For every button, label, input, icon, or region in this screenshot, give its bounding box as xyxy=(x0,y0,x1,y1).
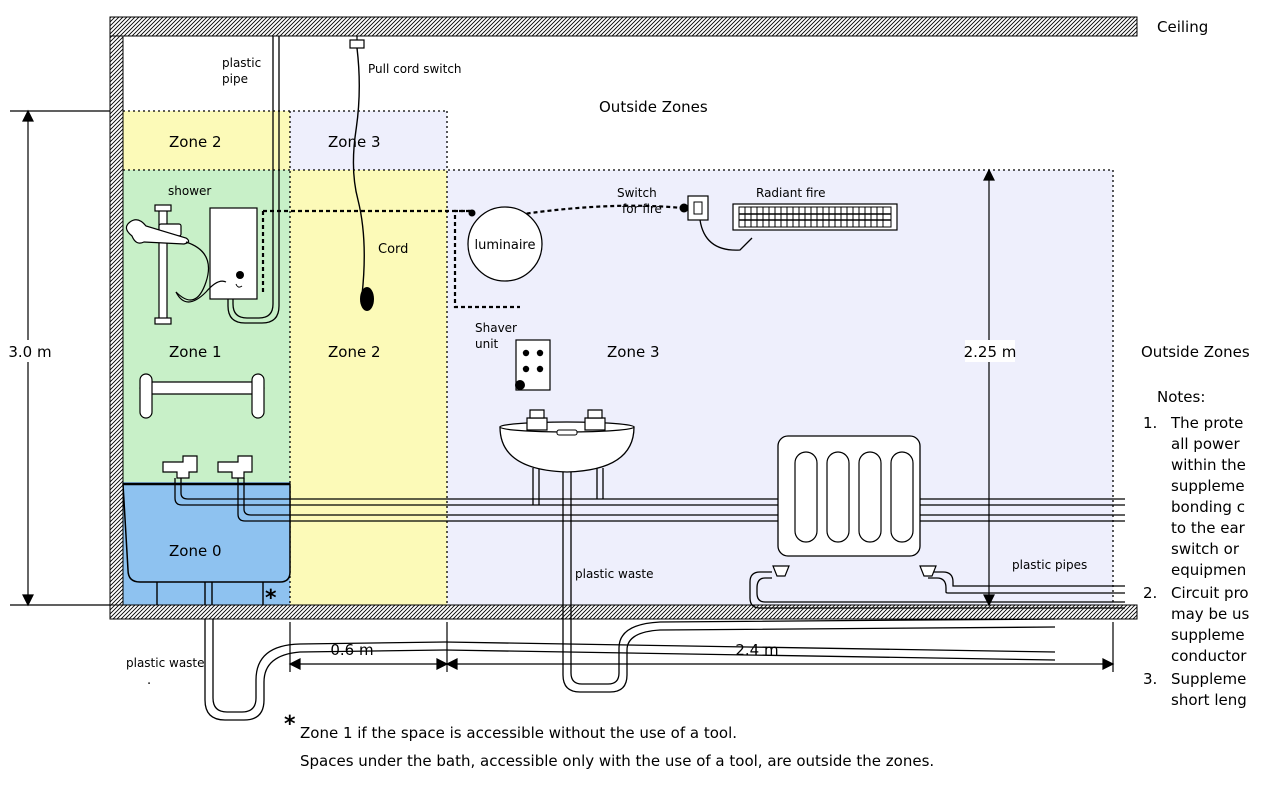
fire-switch xyxy=(679,195,753,251)
footnote-line2: Spaces under the bath, accessible only w… xyxy=(300,752,934,770)
radiator xyxy=(777,435,921,557)
dimension-lines xyxy=(10,109,1115,672)
plastic-waste-floor-label: plastic waste xyxy=(126,656,205,670)
bath-taps xyxy=(162,455,253,479)
dim-3m-label: 3.0 m xyxy=(8,343,51,361)
dim-06-label: 0.6 m xyxy=(330,641,373,659)
zone3-top-area xyxy=(290,111,447,170)
radiator-fin xyxy=(794,451,818,543)
dim-225-label: 2.25 m xyxy=(964,343,1017,361)
plastic-pipes-label: plastic pipes xyxy=(1012,558,1087,572)
note-line: bonding c xyxy=(1171,498,1245,516)
radiator-fin xyxy=(890,451,914,543)
dim-3m-label-bg xyxy=(8,340,52,362)
outside-zones-top-label: Outside Zones xyxy=(599,98,708,116)
note-line: to the ear xyxy=(1171,519,1246,537)
radiator-fin xyxy=(858,451,882,543)
note-line: suppleme xyxy=(1171,477,1245,495)
shower-unit xyxy=(209,207,258,300)
note-line: The prote xyxy=(1170,414,1243,432)
radiator-valves xyxy=(772,565,937,577)
bath-star: * xyxy=(265,586,277,611)
note-line: Suppleme xyxy=(1171,670,1246,688)
plastic-waste-dot: . xyxy=(147,673,151,688)
plastic-pipe xyxy=(227,36,280,324)
plastic-pipe-label-1: plastic xyxy=(222,56,261,70)
switch-for-fire-label-1: Switch xyxy=(617,186,657,200)
radiant-fire xyxy=(732,203,898,231)
zone2-top-label: Zone 2 xyxy=(169,133,222,151)
note-number: 1. xyxy=(1143,414,1157,432)
note-number: 3. xyxy=(1143,670,1157,688)
shower-label: shower xyxy=(168,184,211,198)
note-line: within the xyxy=(1171,456,1246,474)
shower-head-and-hose xyxy=(125,219,227,303)
zone1-label: Zone 1 xyxy=(169,343,222,361)
wiring xyxy=(261,204,683,309)
left-wall xyxy=(109,35,124,606)
dim-24-label: 2.4 m xyxy=(735,641,778,659)
basin-waste-pipe xyxy=(562,472,1056,693)
cord-pull-knob xyxy=(360,287,374,311)
note-line: switch or xyxy=(1171,540,1240,558)
zone3-top-label: Zone 3 xyxy=(328,133,381,151)
zone2-area xyxy=(290,170,447,605)
note-line: may be us xyxy=(1171,605,1249,623)
notes-heading: Notes: xyxy=(1157,388,1205,406)
horizontal-pipes xyxy=(174,478,1125,522)
note-line: suppleme xyxy=(1171,626,1245,644)
luminaire-label: luminaire xyxy=(474,238,535,253)
footnote-star: * xyxy=(284,712,296,737)
zone2-mid-label: Zone 2 xyxy=(328,343,381,361)
ceiling-label: Ceiling xyxy=(1157,18,1208,36)
radiator-pipes xyxy=(749,571,1125,609)
note-line: short leng xyxy=(1171,691,1247,709)
bath xyxy=(122,482,291,605)
ceiling-wall xyxy=(109,16,1138,37)
note-line: equipmen xyxy=(1171,561,1246,579)
floor-waste-pipe xyxy=(204,619,1056,721)
shaver-unit xyxy=(515,339,551,391)
notes-block: Notes: 1. The prote all power within the sup… xyxy=(1143,388,1249,709)
plastic-pipe-label-2: pipe xyxy=(222,72,248,86)
pull-cord-switch xyxy=(349,36,365,49)
basin xyxy=(499,409,635,505)
shaver-unit-label-1: Shaver xyxy=(475,321,517,335)
shaver-unit-label-2: unit xyxy=(475,337,499,351)
pull-cord-switch-label: Pull cord switch xyxy=(368,62,462,76)
note-line: conductor xyxy=(1171,647,1247,665)
switch-for-fire-label-2: for fire xyxy=(622,202,662,216)
luminaire: luminaire xyxy=(467,206,543,282)
towel-rail xyxy=(139,373,265,419)
outside-zones-right-label: Outside Zones xyxy=(1141,343,1250,361)
zone3-mid-label: Zone 3 xyxy=(607,343,660,361)
radiator-fin xyxy=(826,451,850,543)
dim-225-label-bg xyxy=(965,340,1015,362)
cord-line xyxy=(352,47,365,296)
wiring-junction-dot xyxy=(468,209,476,217)
note-number: 2. xyxy=(1143,584,1157,602)
zone1-area xyxy=(123,170,290,482)
zone0-label: Zone 0 xyxy=(169,542,222,560)
note-line: all power xyxy=(1171,435,1240,453)
zone2-top-area xyxy=(123,111,290,170)
radiant-fire-label: Radiant fire xyxy=(756,186,825,200)
note-line: Circuit pro xyxy=(1171,584,1249,602)
footnote-line1: Zone 1 if the space is accessible withou… xyxy=(300,724,737,742)
cord-label: Cord xyxy=(378,242,408,257)
plastic-waste-basin-label: plastic waste xyxy=(575,567,654,581)
